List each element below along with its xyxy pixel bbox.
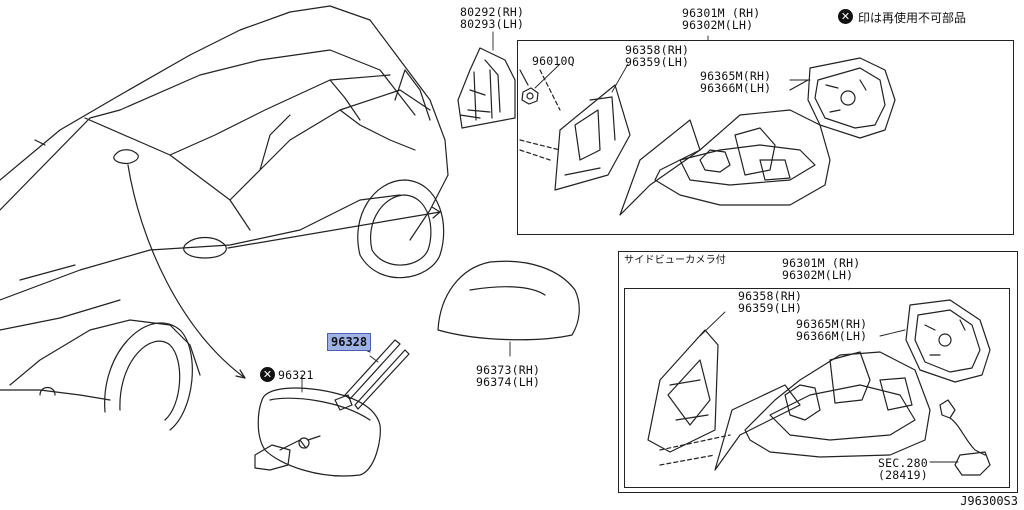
label-96010q: 96010Q bbox=[532, 54, 575, 68]
label-96301-bottom: 96301M (RH) 96302M(LH) bbox=[782, 256, 861, 282]
non-reusable-icon: ✕ bbox=[838, 9, 853, 24]
inner-mirror bbox=[254, 387, 381, 477]
label-sec280: SEC.280 (28419) bbox=[878, 456, 928, 482]
label-96365-top: 96365M(RH) 96366M(LH) bbox=[700, 69, 772, 95]
label-96358-top: 96358(RH) 96359(LH) bbox=[625, 43, 690, 69]
camera-option-frame bbox=[618, 251, 1018, 493]
label-80292: 80292(RH) 80293(LH) bbox=[460, 5, 525, 31]
top-mirror-frame bbox=[517, 40, 1014, 235]
non-reusable-note: 印は再使用不可部品 bbox=[858, 11, 967, 25]
mirror-assembly-top bbox=[519, 57, 896, 216]
label-96301-top: 96301M (RH) 96302M(LH) bbox=[682, 6, 761, 32]
camera-option-title: サイドビューカメラ付 bbox=[624, 255, 726, 266]
mirror-base-bracket bbox=[457, 47, 516, 129]
car-illustration bbox=[0, 5, 449, 431]
non-reusable-icon-96321: ✕ bbox=[260, 367, 275, 382]
leader-lines bbox=[301, 31, 959, 463]
drawing-reference: J96300S3 bbox=[960, 494, 1018, 508]
mirror-assembly-bottom bbox=[647, 299, 991, 476]
label-96373: 96373(RH) 96374(LH) bbox=[476, 363, 541, 389]
label-96358-bottom: 96358(RH) 96359(LH) bbox=[738, 289, 803, 315]
mirror-cover bbox=[437, 260, 580, 341]
label-96365-bottom: 96365M(RH) 96366M(LH) bbox=[796, 317, 868, 343]
callout-arrows bbox=[127, 164, 441, 379]
label-96328-highlighted[interactable]: 96328 bbox=[327, 333, 372, 351]
camera-inner-frame bbox=[624, 288, 1010, 488]
nut bbox=[519, 69, 539, 105]
label-96321: 96321 bbox=[278, 368, 314, 382]
